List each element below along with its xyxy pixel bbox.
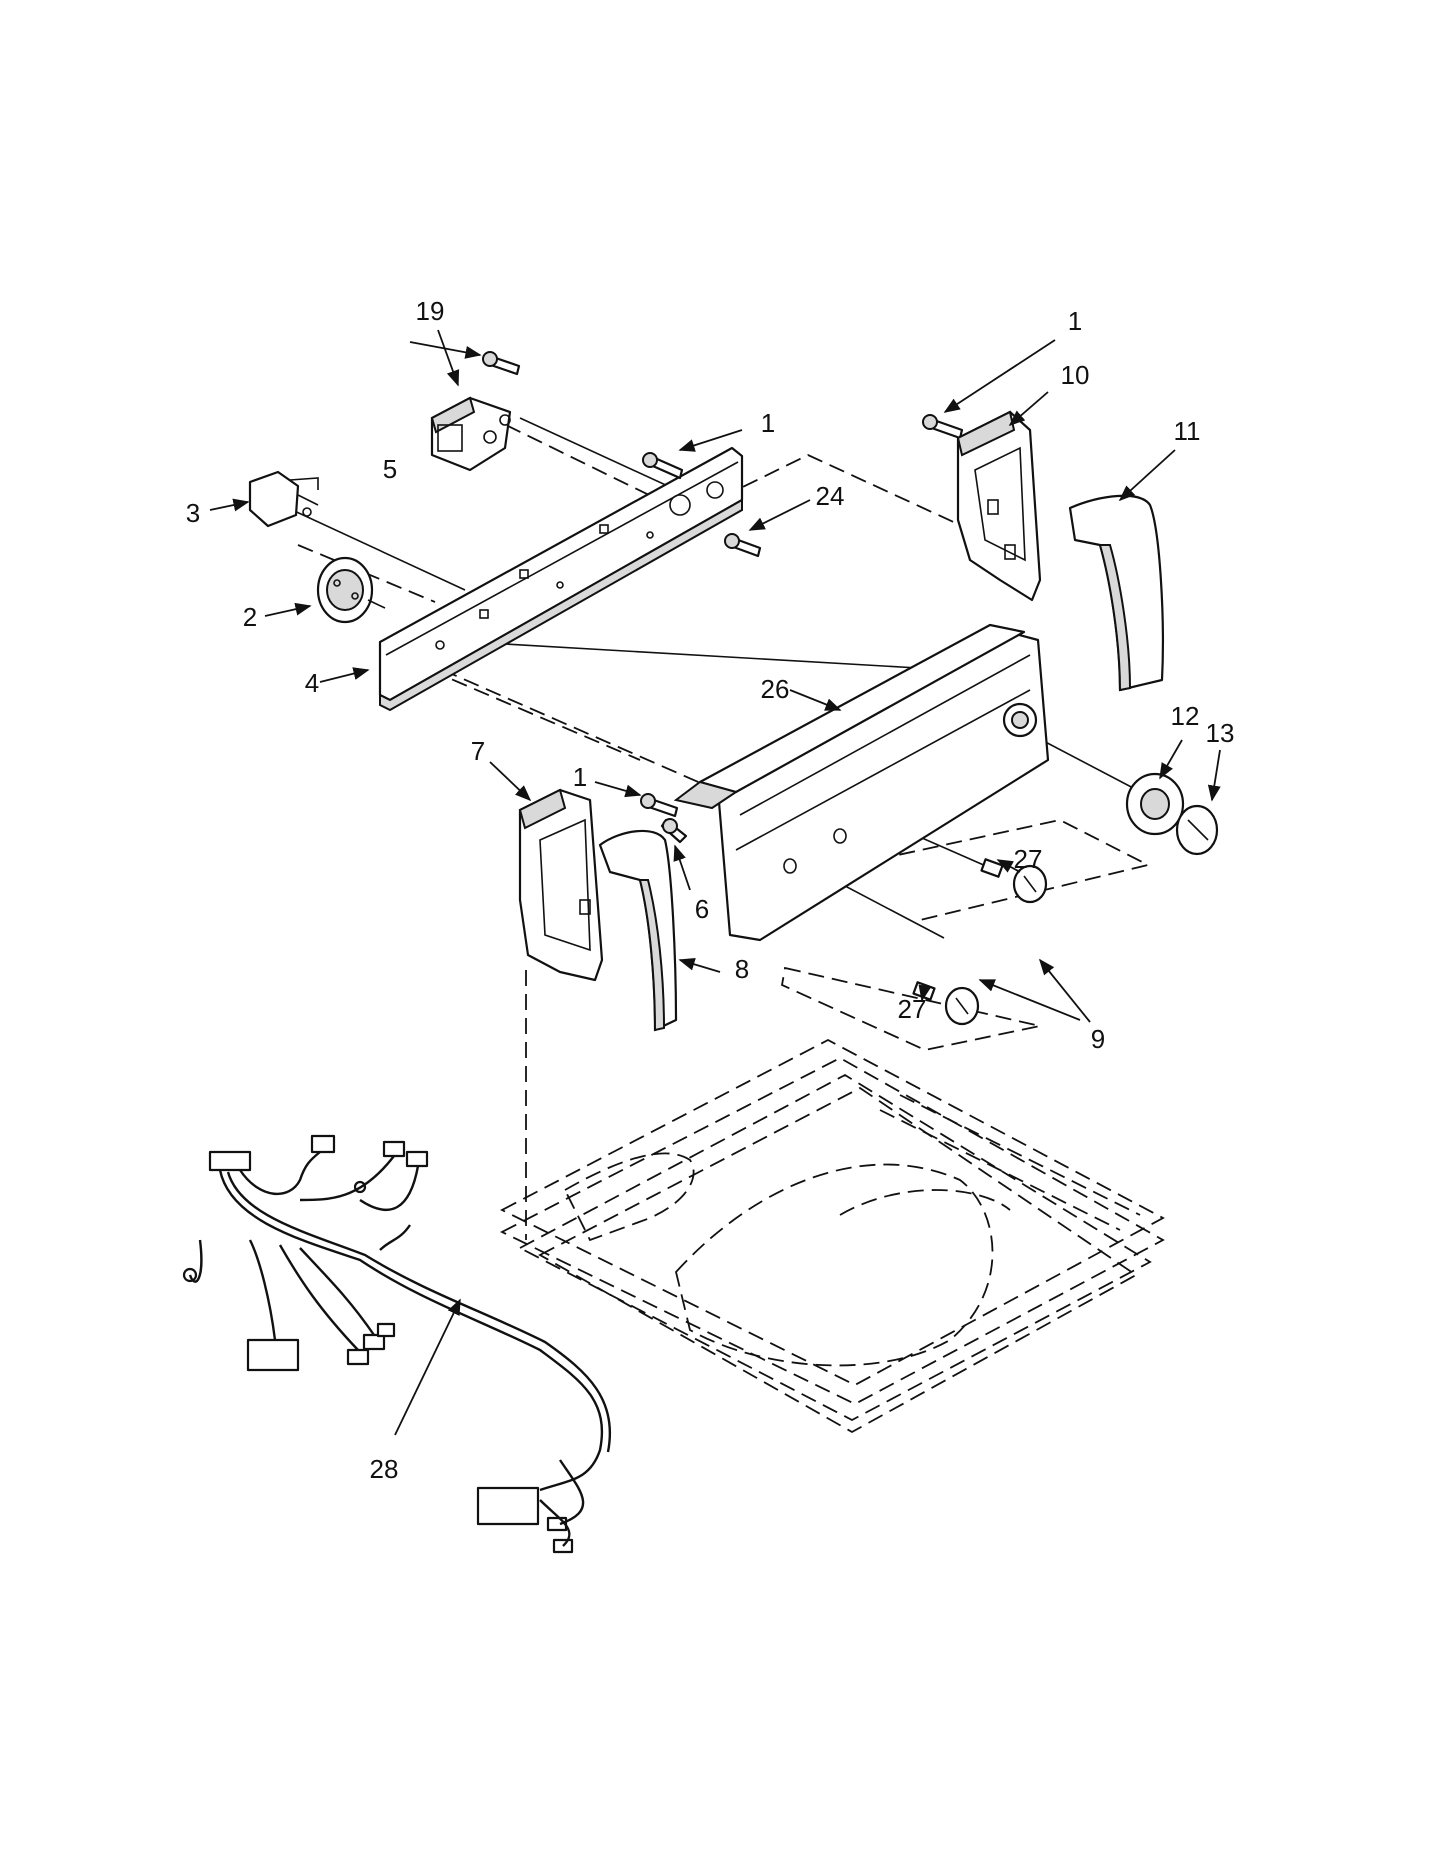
callout-labels: 19 1 1 10 11 5 24 3 2 4 26 7 1 12 13 27 …: [186, 296, 1235, 1484]
callout-3: 3: [186, 498, 200, 528]
callout-26: 26: [761, 674, 790, 704]
screw-icon: [642, 452, 684, 480]
callout-27: 27: [1014, 844, 1043, 874]
part-3-switch[interactable]: [248, 470, 319, 528]
part-26-console-panel[interactable]: [673, 623, 1050, 942]
callout-24: 24: [816, 481, 845, 511]
callout-28: 28: [370, 1454, 399, 1484]
part-2-rotary-switch[interactable]: [316, 556, 386, 624]
part-19-control-module[interactable]: [430, 396, 512, 472]
screw-icon: [640, 793, 679, 818]
screw-icon: [660, 818, 688, 844]
callout-5: 5: [383, 454, 397, 484]
callout-11: 11: [1174, 416, 1201, 446]
callout-1: 1: [573, 762, 587, 792]
callout-10: 10: [1061, 360, 1090, 390]
part-8-end-cap-cover-left[interactable]: [598, 829, 678, 1032]
part-10-end-cap-right[interactable]: [956, 410, 1042, 602]
callout-2: 2: [243, 602, 257, 632]
screw-icon: [922, 414, 964, 440]
part-7-end-cap-left[interactable]: [518, 788, 604, 982]
callout-1: 1: [761, 408, 775, 438]
callout-9: 9: [1091, 1024, 1105, 1054]
part-11-end-cap-cover-right[interactable]: [1068, 494, 1164, 692]
screw-icon: [724, 533, 762, 558]
part-12-knob-skirt[interactable]: [1125, 772, 1185, 836]
callout-27: 27: [898, 994, 927, 1024]
callout-12: 12: [1171, 701, 1200, 731]
part-28-wire-harness[interactable]: [182, 1134, 612, 1554]
callout-8: 8: [735, 954, 749, 984]
callout-1: 1: [1068, 306, 1082, 336]
screw-icon: [482, 351, 521, 376]
callout-6: 6: [695, 894, 709, 924]
callout-leaders: [209, 329, 1221, 1436]
part-13-knob[interactable]: [1175, 804, 1219, 856]
console-base-outline: [499, 1038, 1165, 1434]
part-4-control-bracket[interactable]: [378, 446, 744, 712]
callout-13: 13: [1206, 718, 1235, 748]
callout-19: 19: [416, 296, 445, 326]
callout-7: 7: [471, 736, 485, 766]
assembly-guide-lines: [287, 417, 1151, 1240]
callout-4: 4: [305, 668, 319, 698]
